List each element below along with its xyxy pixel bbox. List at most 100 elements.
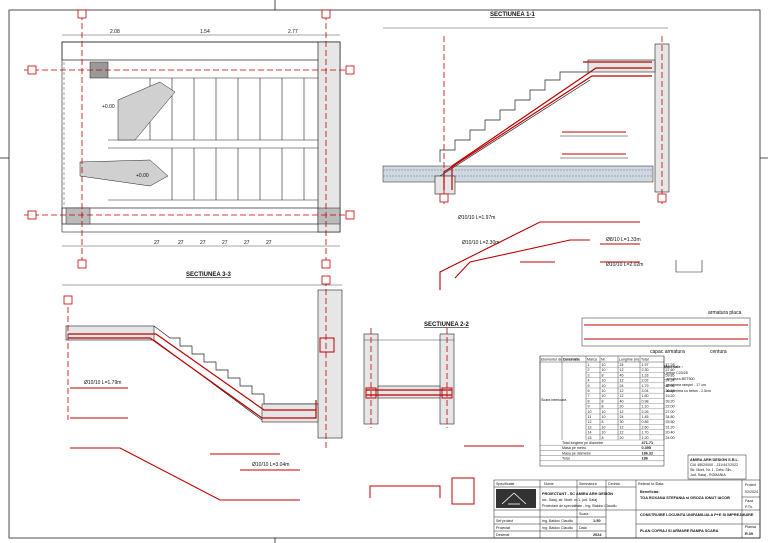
table-cell: 2.60 <box>642 425 649 429</box>
table-cell: 10 <box>602 368 606 372</box>
table-header: Marca <box>587 358 597 362</box>
table-cell: 27.60 <box>666 368 675 372</box>
table-cell: 10 <box>602 363 606 367</box>
tb-project: CONSTRUIRE LOCUINTA UNIFAMILIALA P+E SI … <box>640 513 754 517</box>
table-cell: 10 <box>602 410 606 414</box>
table-cell: 12 <box>620 394 624 398</box>
table-cell: 27.00 <box>666 410 675 414</box>
table-cell: 1.10 <box>642 405 649 409</box>
table-total-label: Total <box>562 457 570 461</box>
section-2-2-bars <box>369 445 524 505</box>
tb-scale-label: Scara <box>579 512 588 516</box>
table-cell: 8 <box>602 405 604 409</box>
table-cell: 0.98 <box>642 399 649 403</box>
section-3-3-drawing <box>62 284 343 439</box>
materials-line-3: - grosimea rampei - 17 cm <box>664 383 706 387</box>
table-cell: 10 <box>602 425 606 429</box>
table-cell: 1.60 <box>642 394 649 398</box>
plan-dim-2: 1.54 <box>200 29 210 35</box>
plan-level-top: +0.00 <box>102 104 115 110</box>
tb-requirement: Cerinta <box>608 482 620 486</box>
table-cell: 24.24 <box>666 379 675 383</box>
section-2-2-axes <box>370 328 448 428</box>
table-header: Denumire <box>563 358 579 362</box>
table-cell: 10 <box>602 384 606 388</box>
table-cell: 2.02 <box>642 379 649 383</box>
tb-scale: 1:50 <box>593 519 601 523</box>
table-cell: 3.04 <box>642 389 649 393</box>
table-cell: 40 <box>620 399 624 403</box>
table-cell: 36.48 <box>666 389 675 393</box>
section-1-1-rebar-callouts <box>560 131 628 159</box>
table-cell: 10 <box>602 379 606 383</box>
materials-title: Materiale : <box>664 365 683 369</box>
tb-person-2: Ing. Baidoc Claudiu <box>542 526 573 530</box>
company-line-2: CUI 45020000 - J31/447/2022 <box>690 463 738 467</box>
plan-dim-b6: 27 <box>266 240 272 246</box>
table-cell: 15 <box>588 436 592 440</box>
table-cell: 12 <box>620 379 624 383</box>
section-1-1-title: SECTIUNEA 1-1 <box>490 12 535 18</box>
table-total-value: 186.32 <box>642 451 654 455</box>
plan-dim-b2: 27 <box>178 240 184 246</box>
tb-date-label: Data <box>579 526 587 530</box>
section-2-2-title: SECTIUNEA 2-2 <box>424 322 469 328</box>
tb-designer-spec: Proiectant de specialitate - Ing. Baidoc… <box>542 504 617 508</box>
table-cell: 12 <box>620 425 624 429</box>
table-cell: 12 <box>620 389 624 393</box>
table-cell: 20.40 <box>666 431 675 435</box>
materials-line-4: - acoperirea cu beton - 2.5cm <box>664 389 711 393</box>
rebar-label-2: Ø10/10 L=2.30m <box>462 240 499 246</box>
rebar-label-5: Ø10/10 L=1.79m <box>84 380 121 386</box>
table-cell: 24 <box>620 363 624 367</box>
table-cell: 8 <box>602 436 604 440</box>
table-cell: 2.30 <box>642 368 649 372</box>
company-line-1: AMIRA ARH DESIGN S.R.L. <box>690 458 739 462</box>
section-3-3-bars <box>70 387 300 501</box>
table-cell: 31.20 <box>666 425 675 429</box>
table-cell: 8 <box>588 399 590 403</box>
rebar-label-6: Ø10/10 L=3.04m <box>252 462 289 468</box>
table-cell: 47.28 <box>666 363 675 367</box>
table-header: Nr. <box>601 358 606 362</box>
title-block <box>493 479 761 539</box>
table-cell: 59.85 <box>666 373 675 377</box>
materials-line-2: - armatura BST500 <box>664 377 695 381</box>
plan-dim-3: 2.77 <box>288 29 298 35</box>
tb-sheet-label: Plansa <box>745 525 756 529</box>
tb-beneficiary: TOA ROXANA STEFANIA si GROZA IONUT IACOB <box>640 496 730 500</box>
company-logo-mark <box>501 492 527 505</box>
section-1-1-axis-markers <box>439 193 667 203</box>
plan-level-bottom: +0.00 <box>136 173 149 179</box>
section-3-3-title: SECTIUNEA 3-3 <box>186 272 231 278</box>
table-cell: 12 <box>620 410 624 414</box>
section-3-3-axes <box>67 280 327 448</box>
section-1-1-axes <box>443 36 663 205</box>
table-cell: 12 <box>620 368 624 372</box>
table-cell: 1 <box>588 363 590 367</box>
table-header: Total <box>641 358 649 362</box>
table-cell: 7 <box>588 394 590 398</box>
slab-detail <box>581 317 751 347</box>
table-cell: 1.20 <box>642 436 649 440</box>
table-cell: 34.80 <box>666 415 675 419</box>
company-box <box>687 454 747 480</box>
company-logo <box>496 489 536 508</box>
table-cell: 1.70 <box>642 431 649 435</box>
table-cell: 10 <box>602 415 606 419</box>
table-cell: 30 <box>620 420 624 424</box>
axis-markers <box>27 9 355 269</box>
plan-dim-b3: 27 <box>200 240 206 246</box>
table-cell: 45 <box>620 373 624 377</box>
table-cell: 10 <box>602 394 606 398</box>
sheet-border <box>8 9 761 539</box>
table-cell: 0.85 <box>642 420 649 424</box>
table-cell: 24 <box>620 415 624 419</box>
detail-note-2: capac armatura <box>650 349 685 355</box>
company-line-4: Jud. Salaj - ROMANIA <box>690 473 726 477</box>
section-1-1-drawing <box>382 27 670 195</box>
table-cell: 1.97 <box>642 363 649 367</box>
tb-beneficiary-label: Beneficiar: <box>640 490 660 494</box>
